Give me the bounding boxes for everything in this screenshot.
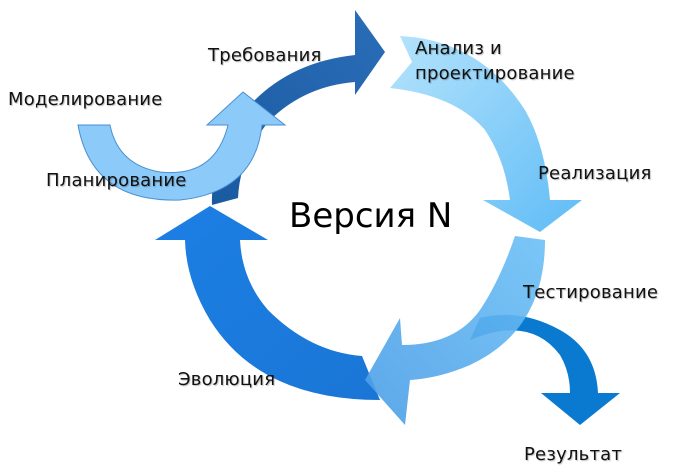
requirements-arrow xyxy=(211,10,385,205)
stage-label-result: Результат xyxy=(524,444,623,465)
stage-label-testing: Тестирование xyxy=(523,282,659,303)
result-arrow xyxy=(470,314,620,425)
stage-label-modeling: Моделирование xyxy=(8,89,163,110)
stage-label-analysis-line1: Анализ и xyxy=(415,38,502,59)
stage-label-evolution: Эволюция xyxy=(178,369,276,390)
center-title: Версия N xyxy=(289,196,453,236)
planning-arrow xyxy=(77,91,287,201)
analysis-arrow xyxy=(390,36,582,232)
stage-label-analysis-line2: проектирование xyxy=(415,63,575,84)
testing-arrow xyxy=(365,236,545,425)
stage-label-implementation: Реализация xyxy=(538,163,652,184)
stage-label-planning: Планирование xyxy=(46,170,187,191)
stage-label-requirements: Требования xyxy=(208,45,322,66)
evolution-arrow xyxy=(155,206,380,400)
